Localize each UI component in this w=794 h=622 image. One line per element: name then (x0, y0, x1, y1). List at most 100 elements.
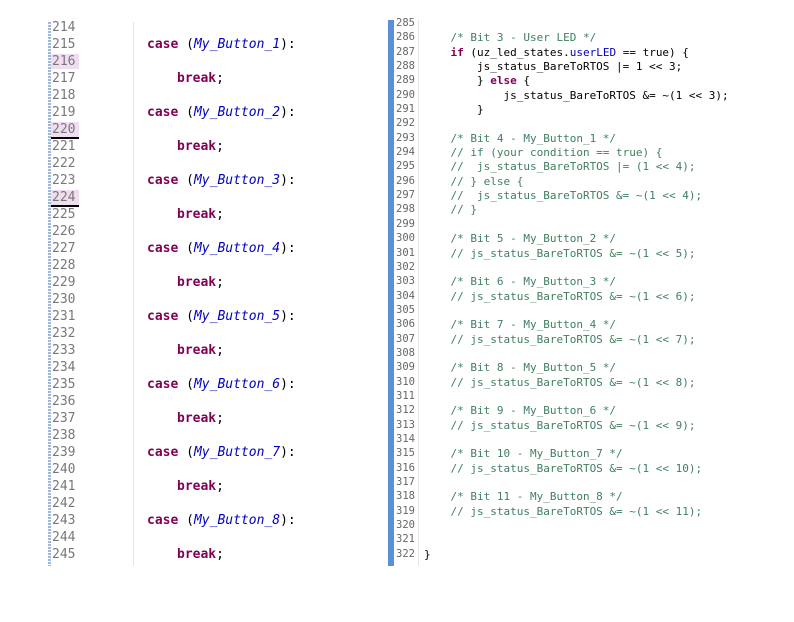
line-number[interactable]: 243 (52, 513, 76, 528)
line-number[interactable]: 300 (396, 232, 415, 245)
line-number[interactable]: 310 (396, 375, 415, 388)
code-line[interactable]: 305 (394, 304, 748, 318)
code-line[interactable]: 214 (51, 20, 348, 37)
line-number[interactable]: 295 (396, 160, 415, 173)
line-number[interactable]: 232 (52, 326, 76, 341)
code-line[interactable]: 294 // if (your condition == true) { (394, 146, 748, 160)
line-number[interactable]: 226 (52, 224, 76, 239)
line-number[interactable]: 238 (52, 428, 76, 443)
code-line[interactable]: 308 (394, 347, 748, 361)
line-number[interactable]: 230 (52, 292, 76, 307)
line-number[interactable]: 317 (396, 476, 415, 488)
line-number[interactable]: 299 (396, 217, 415, 230)
line-number[interactable]: 289 (396, 74, 415, 87)
line-number[interactable]: 236 (52, 394, 76, 409)
line-number[interactable]: 322 (396, 547, 415, 560)
line-number[interactable]: 308 (396, 346, 415, 359)
line-number[interactable]: 314 (396, 432, 415, 445)
line-number[interactable]: 242 (52, 496, 76, 511)
line-number[interactable]: 228 (52, 258, 76, 273)
code-line[interactable]: 300 /* Bit 5 - My_Button_2 */ (394, 232, 748, 246)
line-number[interactable]: 320 (396, 519, 415, 532)
code-line[interactable]: 320 (394, 519, 748, 533)
line-number[interactable]: 316 (396, 461, 415, 474)
line-number[interactable]: 214 (52, 20, 76, 35)
code-line[interactable]: 224 (51, 190, 348, 207)
code-line[interactable]: 322} (394, 548, 748, 562)
code-line[interactable]: 290 js_status_BareToRTOS &= ~(1 << 3); (394, 89, 748, 103)
code-line[interactable]: 316 // js_status_BareToRTOS &= ~(1 << 10… (394, 462, 748, 476)
code-line[interactable]: 306 /* Bit 7 - My_Button_4 */ (394, 318, 748, 332)
code-line[interactable]: 317 (394, 476, 748, 490)
line-number[interactable]: 223 (52, 173, 76, 188)
line-number[interactable]: 306 (396, 318, 415, 331)
code-line[interactable]: 285 (394, 17, 748, 31)
line-number[interactable]: 217 (52, 71, 76, 86)
line-number[interactable]: 311 (396, 389, 415, 402)
line-number[interactable]: 294 (396, 146, 415, 159)
line-number[interactable]: 315 (396, 447, 415, 460)
line-number[interactable]: 237 (52, 411, 76, 426)
line-number[interactable]: 291 (396, 103, 415, 116)
line-number[interactable]: 296 (396, 174, 415, 187)
line-number[interactable]: 287 (396, 45, 415, 58)
code-line[interactable]: 216 (51, 54, 348, 71)
code-line[interactable]: 240 (51, 462, 348, 479)
line-number[interactable]: 234 (52, 360, 76, 375)
line-number[interactable]: 319 (396, 504, 415, 517)
line-number[interactable]: 298 (396, 203, 415, 216)
code-line[interactable]: 234 (51, 360, 348, 377)
code-line[interactable]: 236 (51, 394, 348, 411)
line-number[interactable]: 304 (396, 289, 415, 302)
line-number[interactable]: 231 (52, 309, 76, 324)
line-number[interactable]: 313 (396, 418, 415, 431)
code-line[interactable]: 286 /* Bit 3 - User LED */ (394, 31, 748, 45)
line-number[interactable]: 285 (396, 17, 415, 29)
code-line[interactable]: 291 } (394, 103, 748, 117)
line-number[interactable]: 303 (396, 275, 415, 288)
line-number[interactable]: 292 (396, 117, 415, 130)
code-line[interactable]: 309 /* Bit 8 - My_Button_5 */ (394, 361, 748, 375)
line-number[interactable]: 220 (51, 122, 79, 139)
code-line[interactable]: 318 /* Bit 11 - My_Button_8 */ (394, 490, 748, 504)
code-line[interactable]: 220 (51, 122, 348, 139)
code-line[interactable]: 312 /* Bit 9 - My_Button_6 */ (394, 404, 748, 418)
line-number[interactable]: 318 (396, 490, 415, 503)
code-line[interactable]: 292 (394, 117, 748, 131)
code-line[interactable]: 301 // js_status_BareToRTOS &= ~(1 << 5)… (394, 247, 748, 261)
code-line[interactable]: 304 // js_status_BareToRTOS &= ~(1 << 6)… (394, 290, 748, 304)
code-line[interactable]: 293 /* Bit 4 - My_Button_1 */ (394, 132, 748, 146)
line-number[interactable]: 312 (396, 404, 415, 417)
code-line[interactable]: 302 (394, 261, 748, 275)
line-number[interactable]: 218 (52, 88, 76, 103)
code-line[interactable]: 218 (51, 88, 348, 105)
line-number[interactable]: 239 (52, 445, 76, 460)
line-number[interactable]: 305 (396, 303, 415, 316)
line-number[interactable]: 224 (51, 190, 79, 207)
line-number[interactable]: 301 (396, 246, 415, 259)
code-line[interactable]: 238 (51, 428, 348, 445)
code-line[interactable]: 228 (51, 258, 348, 275)
line-number[interactable]: 245 (52, 547, 76, 562)
line-number[interactable]: 216 (51, 54, 79, 69)
line-number[interactable]: 233 (52, 343, 76, 358)
code-line[interactable]: 321 (394, 533, 748, 547)
line-number[interactable]: 321 (396, 533, 415, 546)
code-line[interactable]: 311 (394, 390, 748, 404)
code-line[interactable]: 295 // js_status_BareToRTOS |= (1 << 4); (394, 160, 748, 174)
line-number[interactable]: 225 (52, 207, 76, 222)
